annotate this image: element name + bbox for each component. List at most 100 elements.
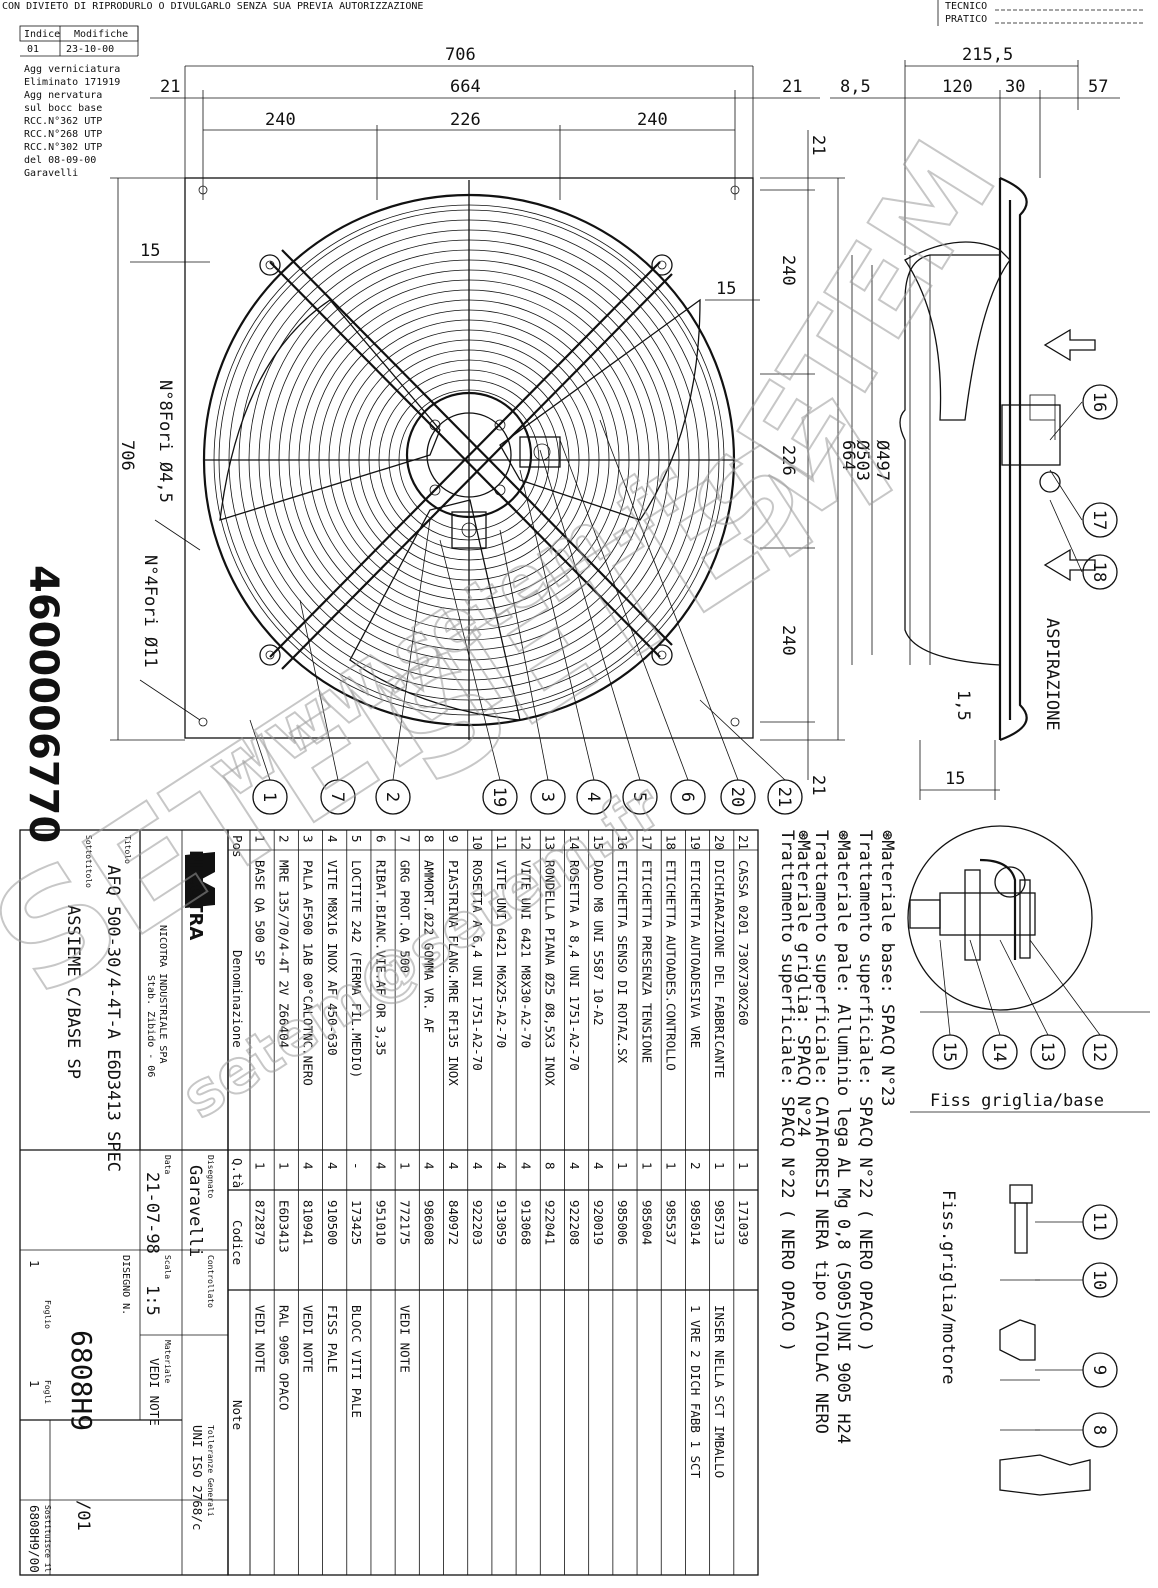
bom-cell-code: 810941 bbox=[301, 1200, 316, 1245]
checked-label: Controllato bbox=[206, 1255, 215, 1308]
side-callout-18-number: 18 bbox=[1089, 562, 1109, 582]
side-view-dimensions: 215,5 8,5 120 30 57 Ø497 Ø503 15 1,5 bbox=[830, 45, 1120, 800]
revision-note: Agg nervatura bbox=[24, 90, 102, 101]
callout-1-circle bbox=[252, 779, 288, 815]
bom-cell-pos: 12 bbox=[518, 835, 533, 850]
bom-cell-qty: 1 bbox=[664, 1162, 679, 1170]
bom-cell-name: PIASTRINA FLANG.MRE RF135 INOX bbox=[446, 860, 461, 1086]
bom-cell-name: DADO M8 UNI 5587 10-A2 bbox=[591, 860, 606, 1026]
bom-cell-name: RONDELLA PIANA Ø25 Ø8,5X3 INOX bbox=[543, 860, 558, 1086]
dim-57: 57 bbox=[1088, 77, 1108, 97]
header-pratico: PRATICO bbox=[945, 14, 987, 25]
side-callout-17-number: 17 bbox=[1089, 510, 1109, 530]
callout-21-circle bbox=[767, 779, 803, 815]
bom-cell-code: 951010 bbox=[373, 1200, 388, 1245]
scale-value: 1:5 bbox=[142, 1285, 162, 1316]
bom-cell-pos: 11 bbox=[494, 835, 509, 850]
drawn-by: Garavelli bbox=[185, 1165, 205, 1257]
hole-label-8: N°8Fori Ø4,5 bbox=[155, 380, 175, 503]
bom-cell-name: CASSA 0201 730X730X260 bbox=[736, 860, 751, 1026]
bom-header-code: Codice bbox=[230, 1220, 245, 1265]
bom-cell-note: VEDI NOTE bbox=[301, 1305, 316, 1373]
material-line: ⊛Materiale base: SPACQ N°23 bbox=[877, 830, 897, 1106]
bom-header-qty: Q.tà bbox=[230, 1158, 245, 1188]
bom-cell-pos: 19 bbox=[688, 835, 703, 850]
callout-19-circle bbox=[482, 779, 518, 815]
subtitle-text: ASSIEME C/BASE SP bbox=[63, 905, 83, 1079]
bom-cell-qty: 4 bbox=[494, 1162, 509, 1170]
callout-leader bbox=[939, 939, 951, 1036]
bom-cell-qty: 1 bbox=[615, 1162, 630, 1170]
material-line: Trattamento superficiale: SPACQ N°22 ( N… bbox=[777, 830, 797, 1352]
side-callout-16-number: 16 bbox=[1089, 392, 1109, 412]
bom-cell-code: 920019 bbox=[591, 1200, 606, 1245]
bom-cell-code: 840972 bbox=[446, 1200, 461, 1245]
callout-leader bbox=[599, 419, 739, 781]
bom-cell-name: VITE UNI 6421 M8X30-A2-70 bbox=[518, 860, 533, 1048]
sheets-label: Fogli bbox=[43, 1380, 52, 1404]
callout-19-number: 19 bbox=[489, 787, 509, 807]
header-tecnico: TECNICO bbox=[945, 1, 987, 12]
revision-changes-header: Modifiche bbox=[74, 29, 128, 40]
side-venturi bbox=[998, 176, 1028, 742]
title-label: Titolo bbox=[123, 835, 132, 864]
bom-cell-qty: 2 bbox=[688, 1162, 703, 1170]
bom-cell-code: 985014 bbox=[688, 1200, 703, 1245]
callout-leader bbox=[999, 939, 1049, 1036]
revision-note: del 08-09-00 bbox=[24, 155, 96, 166]
dim-240-side-b: 240 bbox=[778, 625, 798, 656]
callout-leader bbox=[439, 539, 501, 781]
bom-cell-name: ROSETTA A 6,4 UNI 1751-A2-70 bbox=[470, 860, 485, 1071]
motor-callout-8-number: 8 bbox=[1089, 1425, 1109, 1435]
dim-21-side-top: 21 bbox=[808, 135, 828, 155]
airflow-arrow-top bbox=[1043, 328, 1096, 362]
callout-4-circle bbox=[576, 779, 612, 815]
bom-cell-name: PALA AF500 1AB 00°CALOTNC.NERO bbox=[301, 860, 316, 1086]
bom-cell-name: ETICHETTA PRESENZA TENSIONE bbox=[639, 860, 654, 1063]
bom-cell-qty: 1 bbox=[736, 1162, 751, 1170]
bom-cell-pos: 2 bbox=[277, 835, 292, 843]
hole-label-4: N°4Fori Ø11 bbox=[140, 555, 160, 668]
callout-5-circle bbox=[622, 779, 658, 815]
bom-cell-pos: 7 bbox=[397, 835, 412, 843]
bom-cell-note: BLOCC VITI PALE bbox=[349, 1305, 364, 1418]
bom-cell-qty: 4 bbox=[470, 1162, 485, 1170]
base-callout-12-circle bbox=[1082, 1034, 1118, 1070]
bom-cell-note: VEDI NOTE bbox=[252, 1305, 267, 1373]
callout-4-number: 4 bbox=[583, 792, 603, 802]
revision-index: 01 bbox=[27, 44, 39, 55]
material-line: Trattamento superficiale: SPACQ N°22 ( N… bbox=[855, 830, 875, 1352]
bom-cell-code: 985537 bbox=[664, 1200, 679, 1245]
base-callout-14-circle bbox=[982, 1034, 1018, 1070]
dim-1-5: 1,5 bbox=[953, 690, 973, 721]
side-callout-16-circle bbox=[1082, 384, 1118, 420]
callout-5-number: 5 bbox=[629, 792, 649, 802]
side-view-callouts: 16 17 18 bbox=[1049, 384, 1118, 590]
revision-block: Indice Modifiche 01 23-10-00 Agg vernici… bbox=[19, 25, 139, 179]
bom-cell-name: MRE 135/70/4-4T 2V Z66404 bbox=[277, 860, 292, 1048]
bom-cell-note: INSER NELLA SCT IMBALLO bbox=[712, 1305, 727, 1478]
revision-note: Agg verniciatura bbox=[24, 64, 120, 75]
callout-leader bbox=[519, 469, 595, 781]
title-block: NICOTRA NICOTRA INDUSTRIALE SPA Stab. Zi… bbox=[19, 829, 229, 1576]
revision-note: Eliminato 171919 bbox=[24, 77, 120, 88]
bom-header-name: Denominazione bbox=[230, 950, 245, 1048]
bom-header-note: Note bbox=[230, 1400, 245, 1430]
motor-callout-8-circle bbox=[1082, 1412, 1118, 1448]
bom-cell-pos: 8 bbox=[422, 835, 437, 843]
bom-cell-pos: 14 bbox=[567, 835, 582, 850]
dim-664-side: 664 bbox=[838, 440, 858, 471]
bom-cell-pos: 6 bbox=[373, 835, 388, 843]
callout-3-circle bbox=[530, 779, 566, 815]
company-plant: Stab. Zibido - 06 bbox=[145, 975, 156, 1077]
sheet-label: Foglio bbox=[43, 1300, 52, 1329]
bom-cell-pos: 9 bbox=[446, 835, 461, 843]
motor-hub bbox=[405, 391, 533, 519]
dim-30: 30 bbox=[1005, 77, 1025, 97]
bom-cell-name: GRG PROT.QA 500 bbox=[397, 860, 412, 973]
subtitle-label: Sottotitolo bbox=[84, 835, 93, 888]
base-callout-14-number: 14 bbox=[989, 1042, 1009, 1062]
